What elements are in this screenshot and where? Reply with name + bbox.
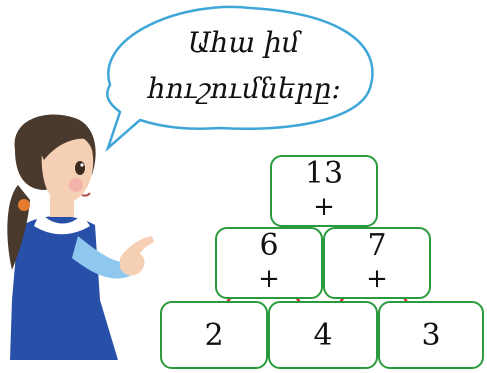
pyramid-bottom-right-box <box>378 301 484 369</box>
pyramid-bottom-middle-box <box>268 301 378 369</box>
pyramid-top-box <box>270 155 378 227</box>
speech-line-1: Ահա իմ <box>188 26 300 59</box>
pyramid-bottom-left-value: 2 <box>204 318 224 353</box>
pyramid-middle-left-box <box>215 227 323 299</box>
girl-illustration <box>7 114 154 360</box>
speech-line-2: հուշումները: <box>148 72 341 105</box>
pyramid-bottom-left-box <box>160 301 268 369</box>
pyramid-middle-left-value: 6 <box>259 228 279 263</box>
pyramid-middle-right-value: 7 <box>367 228 387 263</box>
pyramid-bottom-middle-value: 4 <box>313 318 333 353</box>
pyramid-middle-right-op: + <box>366 264 388 294</box>
pyramid-bottom-right-value: 3 <box>421 318 441 353</box>
pyramid-middle-right-box <box>323 227 431 299</box>
pyramid-top-value: 13 <box>304 156 344 191</box>
pyramid-middle-left-op: + <box>258 264 280 294</box>
pyramid-top-op: + <box>313 192 335 222</box>
speech-bubble <box>105 5 374 152</box>
